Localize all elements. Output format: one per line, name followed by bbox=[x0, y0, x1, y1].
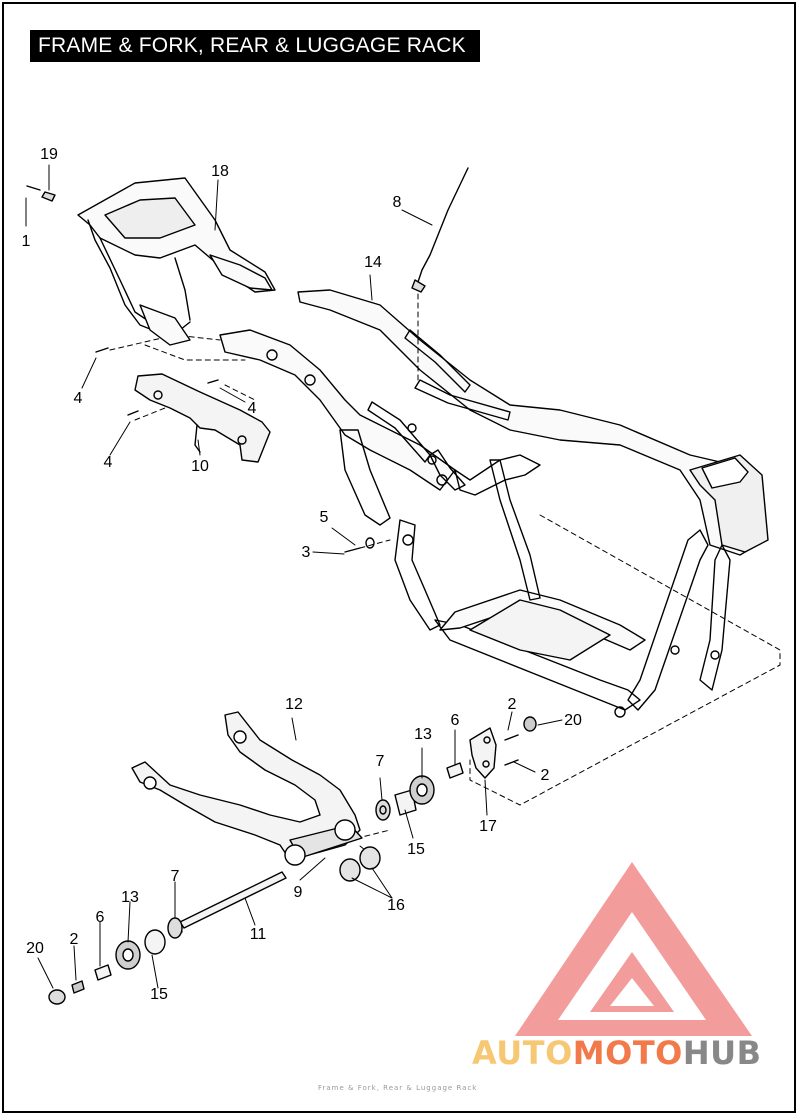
callout-leader-lines bbox=[25, 164, 563, 989]
callout-10: 10 bbox=[191, 458, 209, 475]
callout-7b: 7 bbox=[170, 868, 180, 885]
callout-1: 1 bbox=[21, 233, 31, 250]
main-frame-part bbox=[219, 289, 769, 718]
watermark-logo-icon bbox=[515, 862, 752, 1036]
watermark-hub: HUB bbox=[682, 1034, 762, 1072]
callout-20b: 20 bbox=[26, 940, 44, 957]
watermark-auto: AUTO bbox=[472, 1034, 573, 1072]
swingarm-part bbox=[131, 711, 363, 866]
callout-6a: 6 bbox=[450, 712, 460, 729]
callout-14: 14 bbox=[364, 254, 382, 271]
luggage-rack-part bbox=[77, 177, 276, 346]
dipstick-part bbox=[411, 167, 469, 293]
rack-side-cover-part bbox=[134, 373, 271, 463]
callout-5: 5 bbox=[319, 509, 329, 526]
callout-2a: 2 bbox=[507, 696, 517, 713]
callout-16: 16 bbox=[387, 897, 405, 914]
callout-13b: 13 bbox=[121, 889, 139, 906]
callout-15a: 15 bbox=[407, 841, 425, 858]
pivot-shaft-part bbox=[175, 871, 287, 933]
callout-8: 8 bbox=[392, 194, 402, 211]
page-footer: Frame & Fork, Rear & Luggage Rack bbox=[318, 1084, 478, 1092]
callout-2c: 2 bbox=[69, 931, 79, 948]
pivot-hardware-right bbox=[375, 716, 537, 821]
callout-6b: 6 bbox=[95, 909, 105, 926]
callout-7a: 7 bbox=[375, 753, 385, 770]
callout-18: 18 bbox=[211, 163, 229, 180]
callout-17: 17 bbox=[479, 818, 497, 835]
callout-2b: 2 bbox=[540, 767, 550, 784]
watermark-wordmark: AUTOMOTOHUB bbox=[472, 1034, 762, 1072]
callout-3: 3 bbox=[301, 544, 311, 561]
callout-4a: 4 bbox=[73, 390, 83, 407]
callout-19: 19 bbox=[40, 146, 58, 163]
watermark-moto: MOTO bbox=[572, 1034, 683, 1072]
bushing-pair-part bbox=[339, 846, 381, 882]
callout-4c: 4 bbox=[103, 454, 113, 471]
callout-9: 9 bbox=[293, 884, 303, 901]
callout-4b: 4 bbox=[247, 400, 257, 417]
callout-20a: 20 bbox=[564, 712, 582, 729]
pivot-hardware-left bbox=[48, 917, 183, 1005]
callout-13a: 13 bbox=[414, 726, 432, 743]
callout-11: 11 bbox=[249, 926, 267, 943]
small-fasteners bbox=[26, 185, 375, 553]
callout-12: 12 bbox=[285, 696, 303, 713]
page-title: FRAME & FORK, REAR & LUGGAGE RACK bbox=[30, 30, 480, 62]
callout-15b: 15 bbox=[150, 986, 168, 1003]
